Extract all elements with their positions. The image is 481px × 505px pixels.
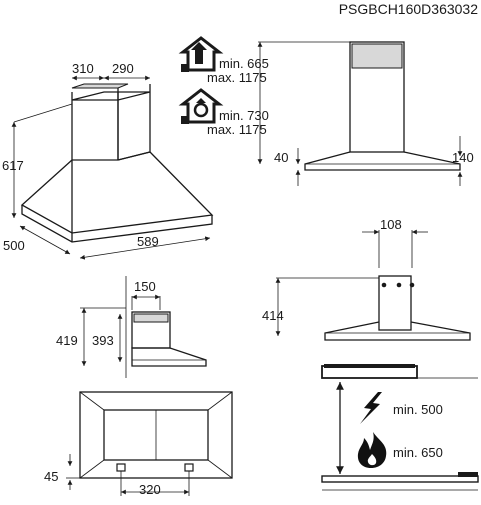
- model-code: PSGBCH160D363032: [339, 1, 479, 17]
- dim-width: 589: [137, 234, 159, 249]
- dim-depth: 500: [3, 238, 25, 253]
- dim-chimney-width-left: 310: [72, 61, 94, 76]
- extraction-max: max. 1175: [207, 70, 267, 85]
- lightning-icon: [360, 392, 382, 424]
- dim-total-height: 617: [2, 158, 24, 173]
- dim-side-duct-depth: 150: [134, 279, 156, 294]
- cooktop-clearance: [321, 364, 479, 491]
- dim-side-total-height: 419: [56, 333, 78, 348]
- side-view-hood: [80, 276, 207, 378]
- dim-edge-offset: 45: [44, 469, 58, 484]
- dim-duct-width: 108: [380, 217, 402, 232]
- dim-chimney-width-right: 290: [112, 61, 134, 76]
- extraction-min: min. 665: [219, 56, 269, 71]
- house-recirculation-icon: [178, 88, 224, 124]
- bottom-view-hood: [66, 391, 233, 496]
- dim-canopy-height: 40: [274, 150, 288, 165]
- duct-front-view: [275, 229, 471, 341]
- electric-clearance: min. 500: [393, 402, 443, 417]
- house-extraction-icon: [178, 36, 224, 72]
- front-view-hood: [257, 41, 463, 186]
- flame-icon: [357, 432, 387, 468]
- chimney-hood-perspective: [11, 75, 214, 260]
- recirculation-min: min. 730: [219, 108, 269, 123]
- dim-side-inner-height: 393: [92, 333, 114, 348]
- dim-hole-spacing: 320: [139, 482, 161, 497]
- recirculation-max: max. 1175: [207, 122, 267, 137]
- dim-side-height: 140: [452, 150, 474, 165]
- dim-duct-height: 414: [262, 308, 284, 323]
- gas-clearance: min. 650: [393, 445, 443, 460]
